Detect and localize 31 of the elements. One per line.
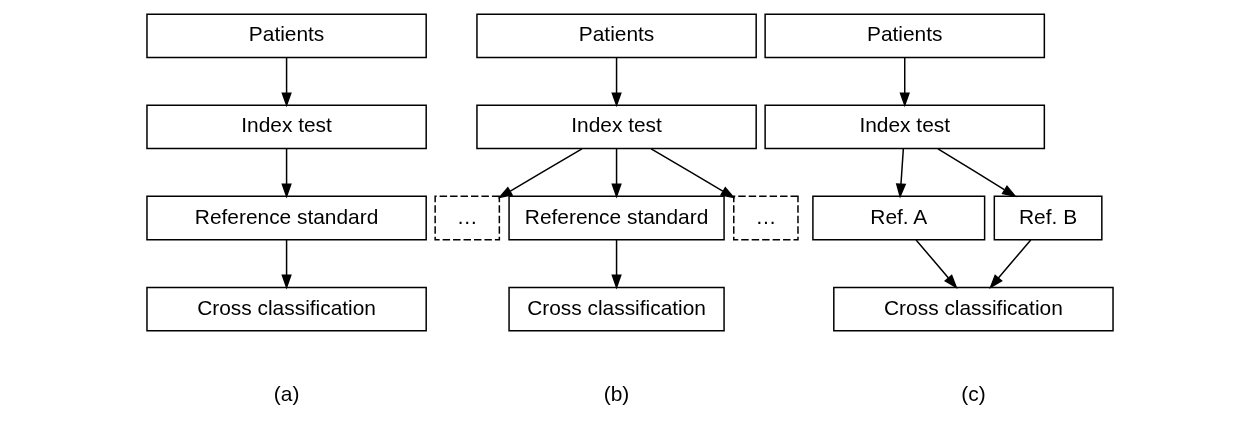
- node-box: Index test: [476, 104, 757, 150]
- node-box: Cross classification: [833, 286, 1114, 332]
- label: (a): [273, 382, 300, 406]
- arrow: [611, 239, 622, 290]
- node-box: Patients: [764, 13, 1046, 59]
- arrow: [497, 148, 583, 199]
- arrow: [281, 239, 292, 290]
- node-box: …: [733, 195, 799, 241]
- node-box: Index test: [146, 104, 427, 150]
- node-box: Ref. A: [812, 195, 986, 241]
- label: (c): [961, 382, 986, 406]
- arrow: [281, 57, 292, 108]
- arrow: [915, 239, 958, 289]
- arrow: [611, 57, 622, 108]
- node-box: Reference standard: [146, 195, 427, 241]
- arrow: [281, 148, 292, 199]
- arrow: [937, 148, 1017, 198]
- node-box: …: [434, 195, 501, 241]
- arrow: [611, 148, 622, 199]
- node-box: Ref. B: [993, 195, 1103, 241]
- node-box: Cross classification: [146, 286, 427, 332]
- node-box: Reference standard: [508, 195, 725, 241]
- arrow: [650, 148, 736, 199]
- node-box: Cross classification: [508, 286, 725, 332]
- node-box: Patients: [146, 13, 427, 59]
- node-box: Patients: [476, 13, 757, 59]
- arrow: [895, 148, 907, 199]
- arrow: [899, 57, 910, 108]
- label: (b): [603, 382, 630, 406]
- node-box: Index test: [764, 104, 1046, 150]
- arrow: [989, 239, 1032, 289]
